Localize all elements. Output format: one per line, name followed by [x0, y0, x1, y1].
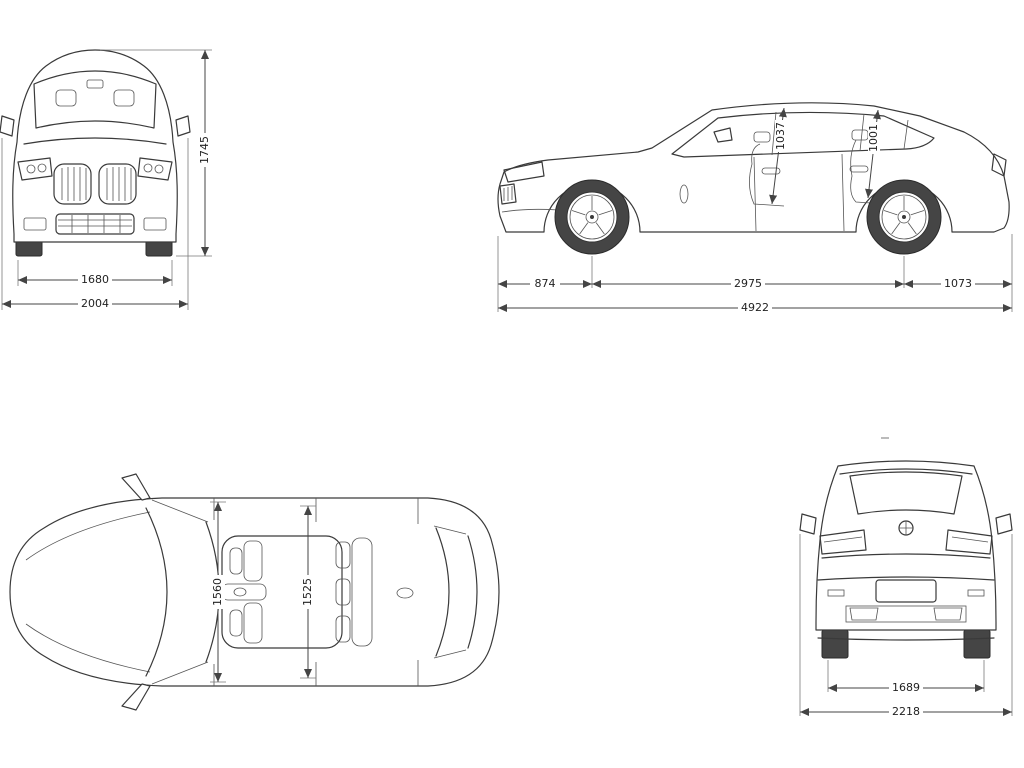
dim-label-shoulder-front: 1560 — [211, 578, 224, 606]
headrest-right — [113, 89, 135, 107]
top-car-body — [9, 473, 500, 711]
license-plate-area — [875, 579, 937, 603]
dim-label-track: 1680 — [81, 273, 109, 286]
rear-track-dimension: 1689 — [827, 660, 985, 695]
dim-label-front-overhang: 874 — [535, 277, 556, 290]
dim-label-rear-overhang: 1073 — [944, 277, 972, 290]
rear-wheel — [866, 179, 942, 255]
rear-width-dimension: 2218 — [799, 534, 1013, 719]
top-front-seats — [229, 540, 263, 644]
dim-label-wheelbase: 2975 — [734, 277, 762, 290]
side-grille — [499, 183, 517, 205]
top-mirror-right — [121, 683, 151, 711]
brand-roundel — [898, 520, 914, 536]
front-height-dimension: 1745 — [100, 49, 212, 257]
side-view: 1037 1001 874 2975 1 — [488, 36, 1024, 316]
rear-view: 1689 2218 — [788, 430, 1024, 730]
dim-label-headroom-front: 1037 — [774, 122, 787, 150]
rear-tires — [821, 629, 991, 659]
dim-label-rear-track: 1689 — [892, 681, 920, 694]
shoulder-rear-dimension: 1525 — [300, 505, 316, 679]
side-mirror-left — [0, 115, 15, 137]
center-console — [221, 583, 267, 601]
headlight-left — [17, 157, 53, 181]
side-mirror-right — [175, 115, 191, 137]
shoulder-front-dimension: 1560 — [210, 501, 226, 683]
side-dimensions: 874 2975 1073 4922 — [497, 234, 1013, 315]
dim-label-shoulder-rear: 1525 — [301, 578, 314, 606]
taillight-left — [819, 529, 867, 555]
door-handle-rear — [849, 165, 869, 173]
headroom-rear-dimension: 1001 — [865, 109, 881, 199]
top-mirror-left — [121, 473, 151, 501]
rear-view-drawing: 1689 2218 — [799, 437, 1013, 719]
front-view: 1745 1680 2004 — [0, 28, 240, 318]
door-handle-front — [761, 167, 781, 175]
side-mirror — [713, 127, 733, 143]
rear-mirror-left — [799, 513, 817, 535]
front-car-body — [0, 49, 191, 243]
headlight-right — [137, 157, 173, 181]
front-wheel — [554, 179, 630, 255]
dim-label-headroom-rear: 1001 — [867, 124, 880, 152]
dim-label-width: 2004 — [81, 297, 109, 310]
front-bumper — [23, 213, 167, 235]
headroom-front-dimension: 1037 — [769, 107, 787, 205]
sunroof — [221, 535, 343, 649]
top-rear-bench — [335, 537, 373, 647]
side-taillight — [991, 153, 1007, 177]
front-width-dimension: 2004 — [1, 138, 189, 311]
top-view: 1560 1525 — [0, 442, 512, 742]
rear-car-body — [799, 460, 1013, 641]
taillight-right — [945, 529, 993, 555]
rearview-mirror — [86, 79, 104, 89]
side-view-drawing: 1037 1001 874 2975 1 — [497, 102, 1013, 315]
dim-label-height: 1745 — [198, 136, 211, 164]
side-headlight — [503, 161, 545, 183]
top-view-drawing: 1560 1525 — [9, 473, 500, 711]
front-track-dimension: 1680 — [17, 260, 173, 287]
rear-mirror-right — [995, 513, 1013, 535]
dim-label-width-mirrors: 2218 — [892, 705, 920, 718]
dim-label-length: 4922 — [741, 301, 769, 314]
roof-antenna — [396, 587, 414, 599]
rear-diffuser — [845, 605, 967, 623]
front-view-drawing: 1745 1680 2004 — [0, 49, 212, 311]
kidney-grille — [53, 163, 137, 205]
fender-vent — [679, 184, 689, 204]
headrest-left — [55, 89, 77, 107]
